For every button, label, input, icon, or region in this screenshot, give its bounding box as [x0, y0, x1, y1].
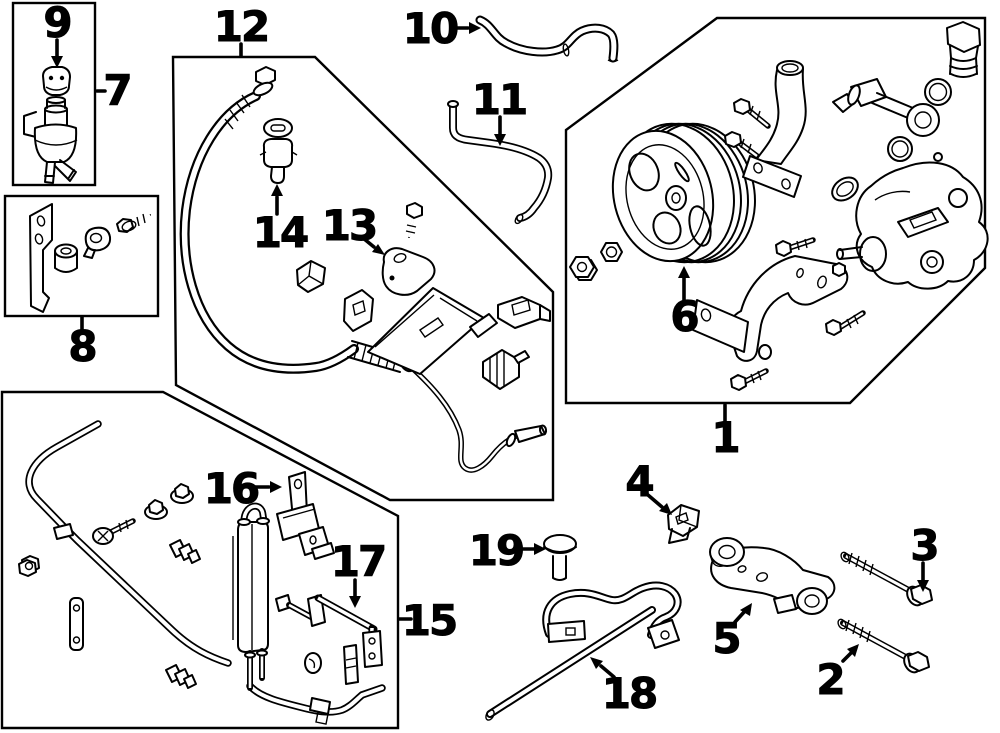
part-cooler-small-hardware: [18, 483, 359, 689]
callout-17: 17: [331, 537, 385, 586]
box-bracket-kit-8: [3, 194, 160, 318]
callout-9: 9: [43, 0, 70, 47]
part-connector-plug: [946, 21, 981, 78]
leader-4: [646, 493, 664, 509]
part-hose-11: [447, 100, 553, 225]
part-washer-valve-14: [259, 118, 298, 184]
part-bracket-kit-8: [29, 203, 151, 313]
callout-4: 4: [625, 457, 653, 506]
callout-13: 13: [322, 201, 376, 250]
part-heat-shield: [367, 287, 498, 375]
part-cooler-core: [232, 502, 270, 691]
part-clips-12: [296, 260, 551, 390]
callout-1: 1: [711, 413, 738, 462]
part-o-rings: [831, 78, 952, 202]
leader-5: [733, 609, 747, 624]
part-reservoir-cap-9: [42, 66, 71, 96]
leader-13: [361, 236, 376, 249]
callout-11: 11: [472, 75, 526, 124]
part-clip-4: [667, 504, 700, 544]
box-cooler-assy-15: [0, 390, 400, 730]
part-mount-bracket-5: [709, 537, 836, 615]
part-cooler-pipes: [25, 420, 386, 725]
callout-12: 12: [214, 2, 268, 51]
callout-2: 2: [816, 655, 843, 704]
part-pressure-hose-12: [179, 66, 548, 473]
callout-18: 18: [602, 669, 656, 718]
callout-16: 16: [204, 464, 258, 513]
part-pulley-6: [611, 122, 756, 264]
part-reservoir-7: [23, 96, 78, 184]
part-suction-elbow: [742, 60, 807, 198]
box-pump-assy-1: [564, 16, 987, 405]
part-bracket-13: [381, 202, 436, 296]
part-pump-body: [836, 152, 989, 290]
part-pipe-assy-17: [275, 594, 383, 668]
callout-10: 10: [403, 4, 458, 53]
callout-14: 14: [253, 208, 308, 257]
part-pump-bracket: [692, 255, 849, 362]
part-pump-bolts-upper: [724, 98, 771, 159]
part-bracket-bolts: [730, 237, 866, 391]
part-banjo-fitting: [832, 78, 940, 137]
part-bolt-2: [837, 618, 930, 674]
callout-6: 6: [670, 292, 697, 341]
leader-18: [599, 664, 616, 679]
part-pulley-nut-washer: [569, 242, 623, 281]
part-plug-19: [543, 534, 577, 581]
callout-3: 3: [910, 521, 937, 570]
part-cooler-bracket-16: [276, 471, 335, 560]
callout-5: 5: [712, 614, 739, 663]
part-tube-18: [485, 581, 682, 721]
callout-8: 8: [68, 322, 95, 371]
box-hose-assy-12: [171, 55, 555, 502]
part-hose-10: [475, 15, 619, 63]
callout-15: 15: [402, 596, 456, 645]
box-reservoir-7: [11, 1, 97, 187]
part-bolt-3: [840, 551, 933, 607]
callouts: 1 2 3 4 5 6 7 8 9 10 11 12 13: [43, 0, 940, 719]
callout-19: 19: [469, 526, 523, 575]
callout-7: 7: [103, 66, 130, 115]
